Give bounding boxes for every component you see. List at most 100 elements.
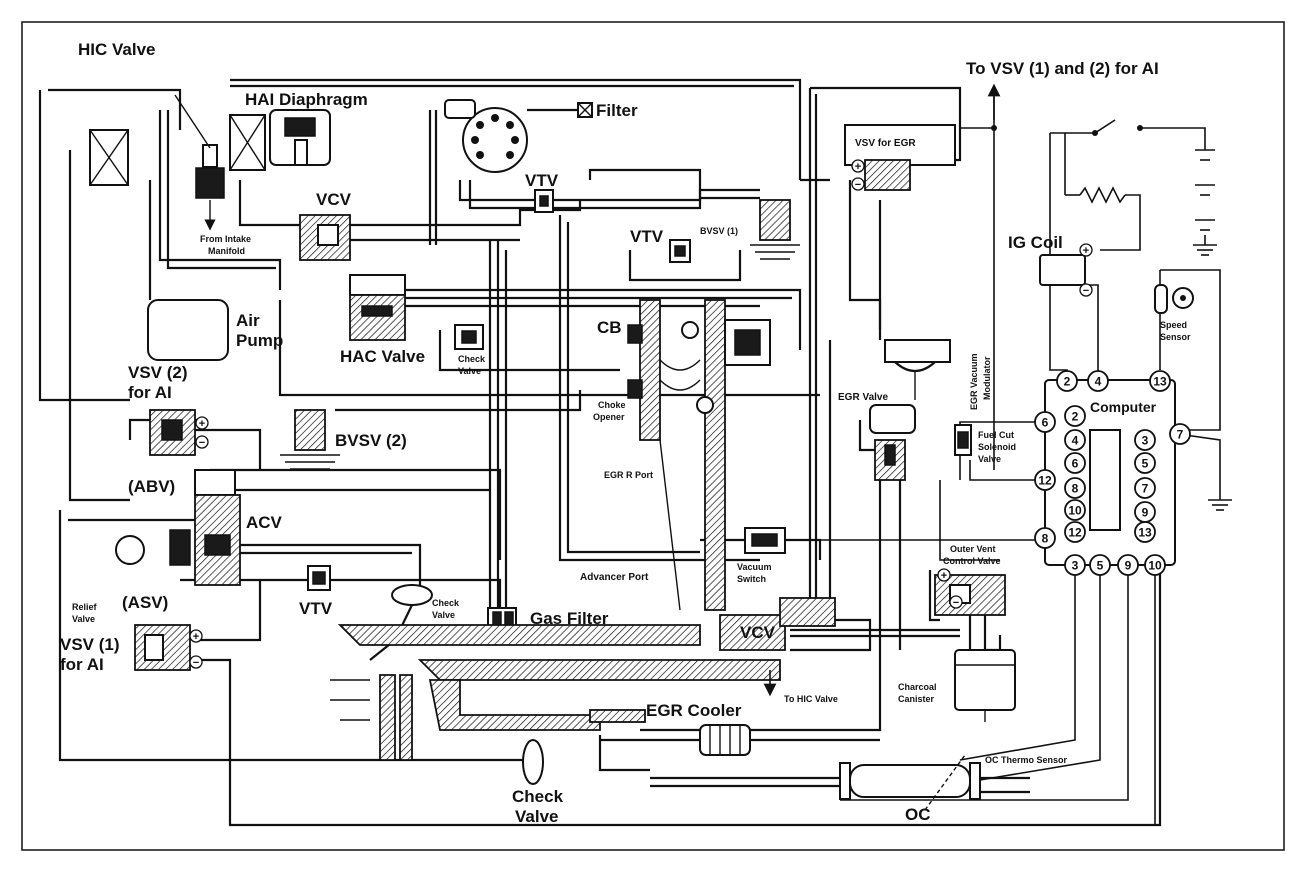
polarity-circle-plus-6 [851, 159, 865, 173]
check-valve-bottom [522, 739, 544, 785]
pin-circle-top-2 [1056, 370, 1078, 392]
polarity-circle-plus-0 [1079, 243, 1093, 257]
engine-manifold [330, 624, 781, 761]
pin-circle-connector_right-3 [1134, 429, 1156, 451]
pin-circle-top-13 [1149, 370, 1171, 392]
label-fuel-cut-2: Solenoid [978, 442, 1016, 452]
label-cb: CB [597, 318, 622, 337]
vacuum-switch [744, 527, 786, 554]
pin-label-connector_right-3: 3 [1142, 434, 1149, 448]
label-bvsv-1: BVSV (1) [700, 226, 738, 236]
charcoal-canister [954, 649, 1016, 722]
pin-label-connector_left-6: 6 [1072, 457, 1079, 471]
polarity-minus-3: − [199, 437, 205, 449]
label-relief-valve-2: Valve [72, 614, 95, 624]
polarity-plus-8: + [941, 570, 947, 582]
label-check-valve-mid-2: Valve [432, 610, 455, 620]
text-labels: HIC Valve HAI Diaphragm Filter To VSV (1… [60, 40, 1191, 826]
pin-circle-connector_left-6 [1064, 452, 1086, 474]
pin-circle-left-8 [1034, 527, 1056, 549]
air-cleaner-box [89, 129, 129, 186]
label-asv: (ASV) [122, 593, 168, 612]
hai-diaphragm [229, 109, 331, 171]
vcv-low [719, 597, 836, 651]
hac-valve [349, 274, 406, 341]
polarity-minus-9: − [953, 597, 959, 609]
polarity-circle-plus-2 [195, 416, 209, 430]
vcv-top [299, 214, 351, 261]
pin-label-connector_right-13: 13 [1138, 526, 1152, 540]
air-pump [147, 299, 229, 361]
carburetor [627, 299, 771, 611]
bvsv-1 [750, 199, 800, 260]
pin-circle-connector_left-12 [1064, 521, 1086, 543]
vtv-low [307, 565, 331, 591]
label-vcv-top: VCV [316, 190, 352, 209]
label-oc: OC [905, 805, 931, 824]
pin-label-bottom-5: 5 [1097, 559, 1104, 573]
pin-label-connector_right-7: 7 [1142, 482, 1149, 496]
label-check-valve-bottom-1: Check [512, 787, 564, 806]
pin-label-connector_left-10: 10 [1068, 504, 1082, 518]
fuel-cut-solenoid [954, 424, 972, 456]
label-check-valve-small-2: Valve [458, 366, 481, 376]
bvsv-2 [280, 409, 340, 470]
pin-circle-connector_right-7 [1134, 477, 1156, 499]
filter-element [577, 102, 593, 118]
label-from-intake: From Intake [200, 234, 251, 244]
ground-symbol [1208, 499, 1232, 511]
polarity-minus-1: − [1083, 285, 1089, 297]
pin-circle-top-4 [1087, 370, 1109, 392]
label-hac-valve: HAC Valve [340, 347, 425, 366]
vsv-2-for-ai [149, 409, 196, 456]
polarity-circle-minus-5 [189, 655, 203, 669]
label-check-valve-mid-1: Check [432, 598, 460, 608]
label-egr-vacuum-modulator-2: Modulator [982, 356, 992, 400]
polarity-plus-2: + [199, 418, 205, 430]
speed-sensor [1154, 284, 1194, 314]
outer-vent-control-valve [934, 574, 1006, 616]
pin-circle-connector_left-10 [1064, 499, 1086, 521]
pin-label-left-12: 12 [1038, 474, 1052, 488]
label-ig-coil: IG Coil [1008, 233, 1063, 252]
label-fuel-cut-1: Fuel Cut [978, 430, 1014, 440]
pin-label-left-8: 8 [1042, 532, 1049, 546]
air-control-valve [115, 469, 241, 586]
vsv-1-for-ai [134, 624, 191, 671]
label-filter: Filter [596, 101, 638, 120]
label-choke-opener-2: Opener [593, 412, 625, 422]
label-charcoal-canister-1: Charcoal [898, 682, 937, 692]
label-pump: Pump [236, 331, 283, 350]
label-vacuum-switch-1: Vacuum [737, 562, 772, 572]
distributor [444, 99, 578, 173]
pin-circle-right-7 [1169, 423, 1191, 445]
egr-valve [869, 404, 916, 481]
pin-circle-bottom-5 [1089, 554, 1111, 576]
pin-label-top-13: 13 [1153, 375, 1167, 389]
label-relief-valve-1: Relief [72, 602, 98, 612]
label-oc-thermo-sensor: OC Thermo Sensor [985, 755, 1068, 765]
oil-cooler [650, 754, 1030, 811]
pin-circle-connector_right-13 [1134, 521, 1156, 543]
pin-label-connector_left-2: 2 [1072, 410, 1079, 424]
hic-valve [174, 94, 225, 231]
label-advancer-port: Advancer Port [580, 572, 649, 583]
polarity-markers: +−+−+−+−+− [189, 159, 1093, 669]
polarity-circle-minus-3 [195, 435, 209, 449]
label-fuel-cut-3: Valve [978, 454, 1001, 464]
label-check-valve-bottom-2: Valve [515, 807, 559, 826]
label-vsv-2-line1: VSV (2) [128, 363, 188, 382]
label-acv: ACV [246, 513, 283, 532]
polarity-circle-minus-7 [851, 177, 865, 191]
label-speed-sensor-2: Sensor [1160, 332, 1191, 342]
polarity-plus-6: + [855, 161, 861, 173]
pin-circle-bottom-10 [1144, 554, 1166, 576]
label-choke-opener-1: Choke [598, 400, 626, 410]
label-check-valve-small-1: Check [458, 354, 486, 364]
label-manifold: Manifold [208, 246, 245, 256]
pin-label-left-6: 6 [1042, 416, 1049, 430]
label-vsv-1-line2: for AI [60, 655, 104, 674]
diagram-frame [21, 21, 1285, 851]
